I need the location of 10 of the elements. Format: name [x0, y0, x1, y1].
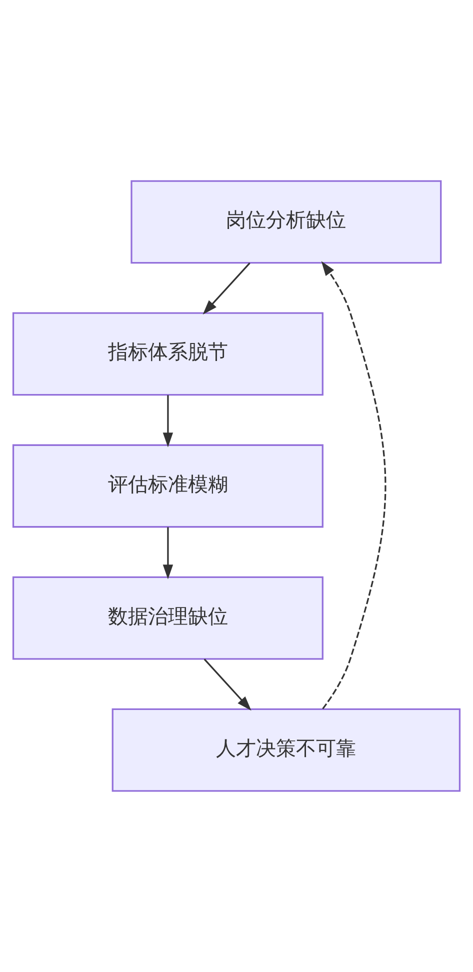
arrow — [162, 527, 174, 580]
arrow — [321, 261, 386, 710]
node-box: 岗位分析缺位 — [130, 180, 442, 264]
node-box: 数据治理缺位 — [12, 576, 324, 660]
arrow — [162, 395, 174, 448]
arrow — [202, 262, 250, 314]
node-box: 人才决策不可靠 — [112, 708, 461, 792]
node-box: 指标体系脱节 — [12, 312, 324, 396]
arrow — [204, 658, 252, 711]
node-box: 评估标准模糊 — [12, 444, 324, 528]
